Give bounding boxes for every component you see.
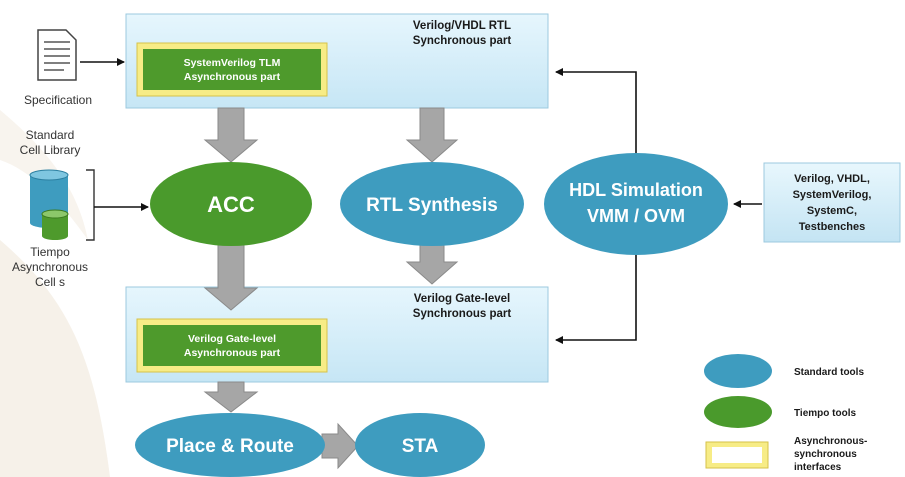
document-icon — [37, 29, 77, 81]
rtl-to-acc-arrow — [203, 107, 259, 163]
place-route-tool: Place & Route — [135, 413, 325, 477]
hdl-languages-line-3: SystemC, — [807, 205, 857, 217]
tiempo-cells-label-3: Cell s — [35, 275, 65, 289]
gate-box: Verilog Gate-level Synchronous part Veri… — [125, 286, 549, 383]
rtl-box: Verilog/VHDL RTL Synchronous part System… — [125, 13, 549, 109]
gate-async-label-2: Asynchronous part — [184, 347, 281, 359]
rtl-synthesis-tool: RTL Synthesis — [340, 162, 524, 246]
acc-label: ACC — [207, 192, 255, 217]
simulation-to-gate-connector — [555, 255, 637, 344]
legend-interfaces-label-3: interfaces — [794, 462, 842, 473]
legend-standard-label: Standard tools — [794, 367, 864, 378]
gate-to-place-route-arrow — [203, 381, 259, 413]
gate-box-title-2: Synchronous part — [413, 308, 512, 320]
hdl-languages-line-4: Testbenches — [799, 221, 865, 233]
rtl-async-label-1: SystemVerilog TLM — [184, 57, 281, 69]
sta-tool: STA — [355, 413, 485, 477]
hdl-simulation-label-2: VMM / OVM — [587, 206, 685, 226]
gate-async-part: Verilog Gate-level Asynchronous part — [136, 318, 328, 373]
legend-tiempo-label: Tiempo tools — [794, 408, 856, 419]
gate-async-label-1: Verilog Gate-level — [188, 333, 276, 345]
database-icon — [29, 169, 69, 240]
sta-label: STA — [402, 436, 439, 457]
hdl-languages-line-2: SystemVerilog, — [793, 189, 872, 201]
rtl-to-synthesis-arrow — [405, 107, 459, 163]
tiempo-cells-label-2: Asynchronous — [12, 260, 88, 274]
tiempo-cells-label-1: Tiempo — [30, 245, 70, 259]
synthesis-to-gate-arrow — [405, 244, 459, 285]
gate-box-title-1: Verilog Gate-level — [414, 293, 511, 305]
simulation-to-rtl-connector — [555, 68, 637, 153]
hdl-languages-line-1: Verilog, VHDL, — [794, 173, 870, 185]
legend-standard-swatch — [704, 354, 772, 388]
legend-tiempo-swatch — [704, 396, 772, 428]
cell-library-bracket — [86, 169, 95, 241]
rtl-async-part: SystemVerilog TLM Asynchronous part — [136, 42, 328, 97]
legend: Standard tools Tiempo tools Asynchronous… — [704, 354, 867, 473]
cell-library-label-1: Standard — [26, 128, 75, 142]
cell-library-node: Standard Cell Library Tiempo Asynchronou… — [12, 128, 95, 289]
legend-interfaces-label-2: synchronous — [794, 449, 857, 460]
legend-interfaces-swatch-inner — [712, 447, 762, 463]
background-swoosh — [0, 240, 110, 477]
place-route-to-sta-arrow — [321, 422, 359, 470]
hdl-languages-box: Verilog, VHDL, SystemVerilog, SystemC, T… — [763, 162, 901, 243]
rtl-box-title-1: Verilog/VHDL RTL — [413, 20, 511, 32]
legend-interfaces-label-1: Asynchronous- — [794, 436, 867, 447]
place-route-label: Place & Route — [166, 436, 294, 457]
specification-node: Specification — [24, 29, 92, 107]
hdl-simulation-tool: HDL Simulation VMM / OVM — [544, 153, 728, 255]
acc-to-gate-arrow — [203, 244, 259, 311]
acc-tool: ACC — [150, 162, 312, 246]
specification-label: Specification — [24, 93, 92, 107]
hdl-simulation-label-1: HDL Simulation — [569, 180, 703, 200]
cell-library-label-2: Cell Library — [20, 143, 81, 157]
rtl-synthesis-label: RTL Synthesis — [366, 195, 498, 216]
rtl-box-title-2: Synchronous part — [413, 35, 512, 47]
rtl-async-label-2: Asynchronous part — [184, 71, 281, 83]
